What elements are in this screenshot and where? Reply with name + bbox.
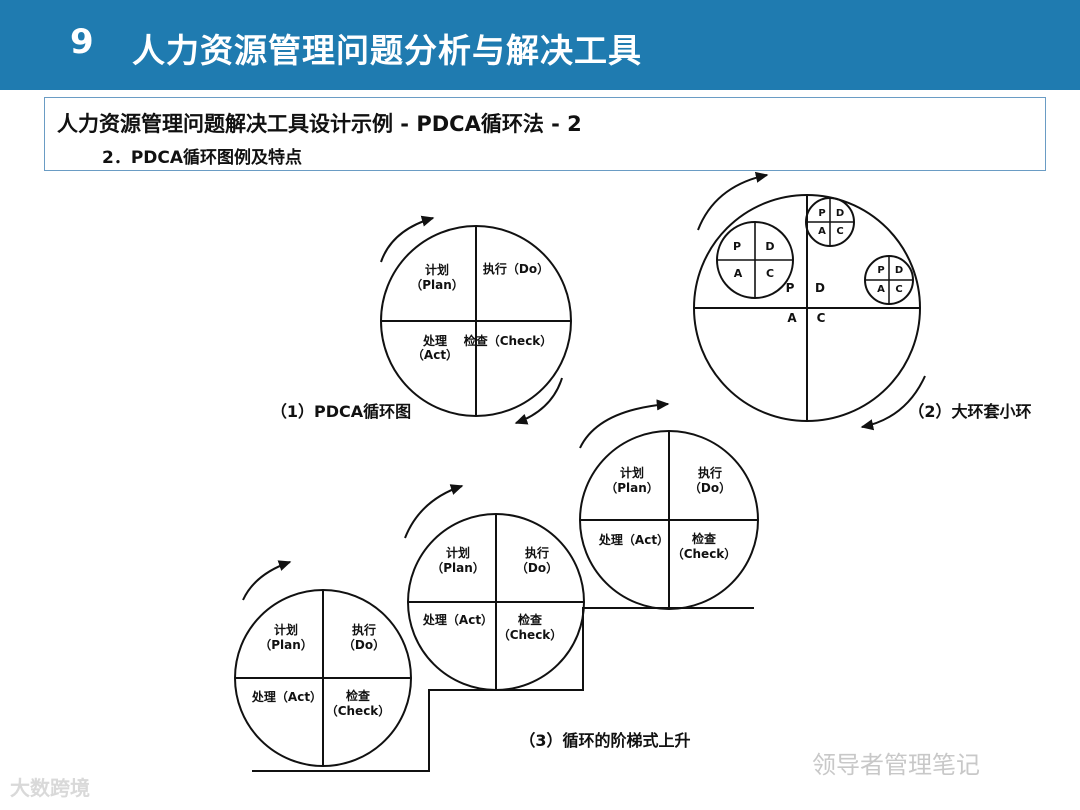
plan-label: 计划: [425, 262, 449, 277]
step-3-plan-label: 计划: [620, 465, 644, 480]
step-2-plan-label: 计划: [446, 545, 470, 560]
figure-3-caption: （3）循环的阶梯式上升: [519, 731, 690, 750]
pdca-cycle-figure: 计划 （Plan） 执行（Do） 处理 （Act） 检查（Check） （1）P…: [271, 215, 572, 425]
section-number: 9: [70, 22, 94, 62]
watermark-left: 大数跨境: [10, 776, 90, 800]
staircase-figure: 计划 （Plan） 执行 （Do） 处理（Act） 检查 （Check） 计划 …: [234, 399, 759, 772]
big-cycle-arrow-top: [697, 171, 769, 231]
nested-cycle-figure: P D A C P D A C P D A C P D A C （2）大环套小环: [693, 171, 1032, 431]
left-c-letter: C: [766, 267, 774, 280]
right-d-letter: D: [895, 265, 903, 276]
step-1-plan-label: 计划: [274, 622, 298, 637]
do-label: 执行（Do）: [483, 261, 549, 276]
step-2-do-sub-label: （Do）: [516, 560, 558, 575]
step-3-check-label: 检查: [692, 531, 717, 546]
step-3-do-sub-label: （Do）: [689, 480, 731, 495]
step-1-check-sub-label: （Check）: [326, 703, 391, 718]
step-2-do-label: 执行: [525, 545, 549, 560]
check-label: 检查（Check）: [464, 333, 553, 348]
watermark-right: 领导者管理笔记: [812, 751, 980, 779]
step-3-check-sub-label: （Check）: [672, 546, 737, 561]
right-c-letter: C: [895, 284, 902, 295]
step-3-arrow: [579, 399, 670, 449]
cycle-arrow-top: [380, 215, 435, 263]
left-d-letter: D: [765, 240, 774, 253]
right-a-letter: A: [877, 284, 885, 295]
subtitle-box: 人力资源管理问题解决工具设计示例 - PDCA循环法 - 2 2．PDCA循环图…: [44, 97, 1046, 171]
step-1-act-label: 处理（Act）: [251, 689, 322, 704]
step-3-plan-sub-label: （Plan）: [605, 480, 659, 495]
right-p-letter: P: [877, 265, 884, 276]
top-c-letter: C: [836, 226, 843, 237]
figure-1-caption: （1）PDCA循环图: [271, 402, 411, 421]
step-3-act-label: 处理（Act）: [598, 532, 669, 547]
page-title: 人力资源管理问题分析与解决工具: [132, 31, 642, 70]
top-a-letter: A: [818, 226, 826, 237]
step-2-arrow: [404, 484, 464, 539]
left-a-letter: A: [734, 267, 743, 280]
figure-2-caption: （2）大环套小环: [908, 402, 1031, 421]
step-2-check-label: 检查: [518, 612, 543, 627]
step-2-check-sub-label: （Check）: [498, 627, 563, 642]
cycle-arrow-bottom: [514, 377, 563, 425]
big-cycle-arrow-bottom: [860, 375, 926, 431]
act-label: 处理: [422, 333, 447, 348]
step-3-do-label: 执行: [698, 465, 722, 480]
left-p-letter: P: [733, 240, 741, 253]
big-c-letter: C: [817, 311, 826, 325]
step-1-check-label: 检查: [346, 688, 371, 703]
subtitle-main: 人力资源管理问题解决工具设计示例 - PDCA循环法 - 2: [57, 112, 582, 136]
big-d-letter: D: [815, 281, 825, 295]
big-p-letter: P: [786, 281, 795, 295]
step-2-act-label: 处理（Act）: [422, 612, 493, 627]
step-2-plan-sub-label: （Plan）: [431, 560, 485, 575]
plan-sub-label: （Plan）: [410, 277, 464, 292]
step-1-arrow: [242, 560, 292, 601]
act-sub-label: （Act）: [412, 347, 458, 362]
step-1-plan-sub-label: （Plan）: [259, 637, 313, 652]
top-d-letter: D: [836, 208, 844, 219]
top-p-letter: P: [818, 208, 825, 219]
big-a-letter: A: [787, 311, 797, 325]
step-1-do-label: 执行: [352, 622, 376, 637]
header-bar: 9 人力资源管理问题分析与解决工具: [0, 0, 1080, 90]
step-1-do-sub-label: （Do）: [343, 637, 385, 652]
subtitle-sub: 2．PDCA循环图例及特点: [102, 148, 303, 168]
